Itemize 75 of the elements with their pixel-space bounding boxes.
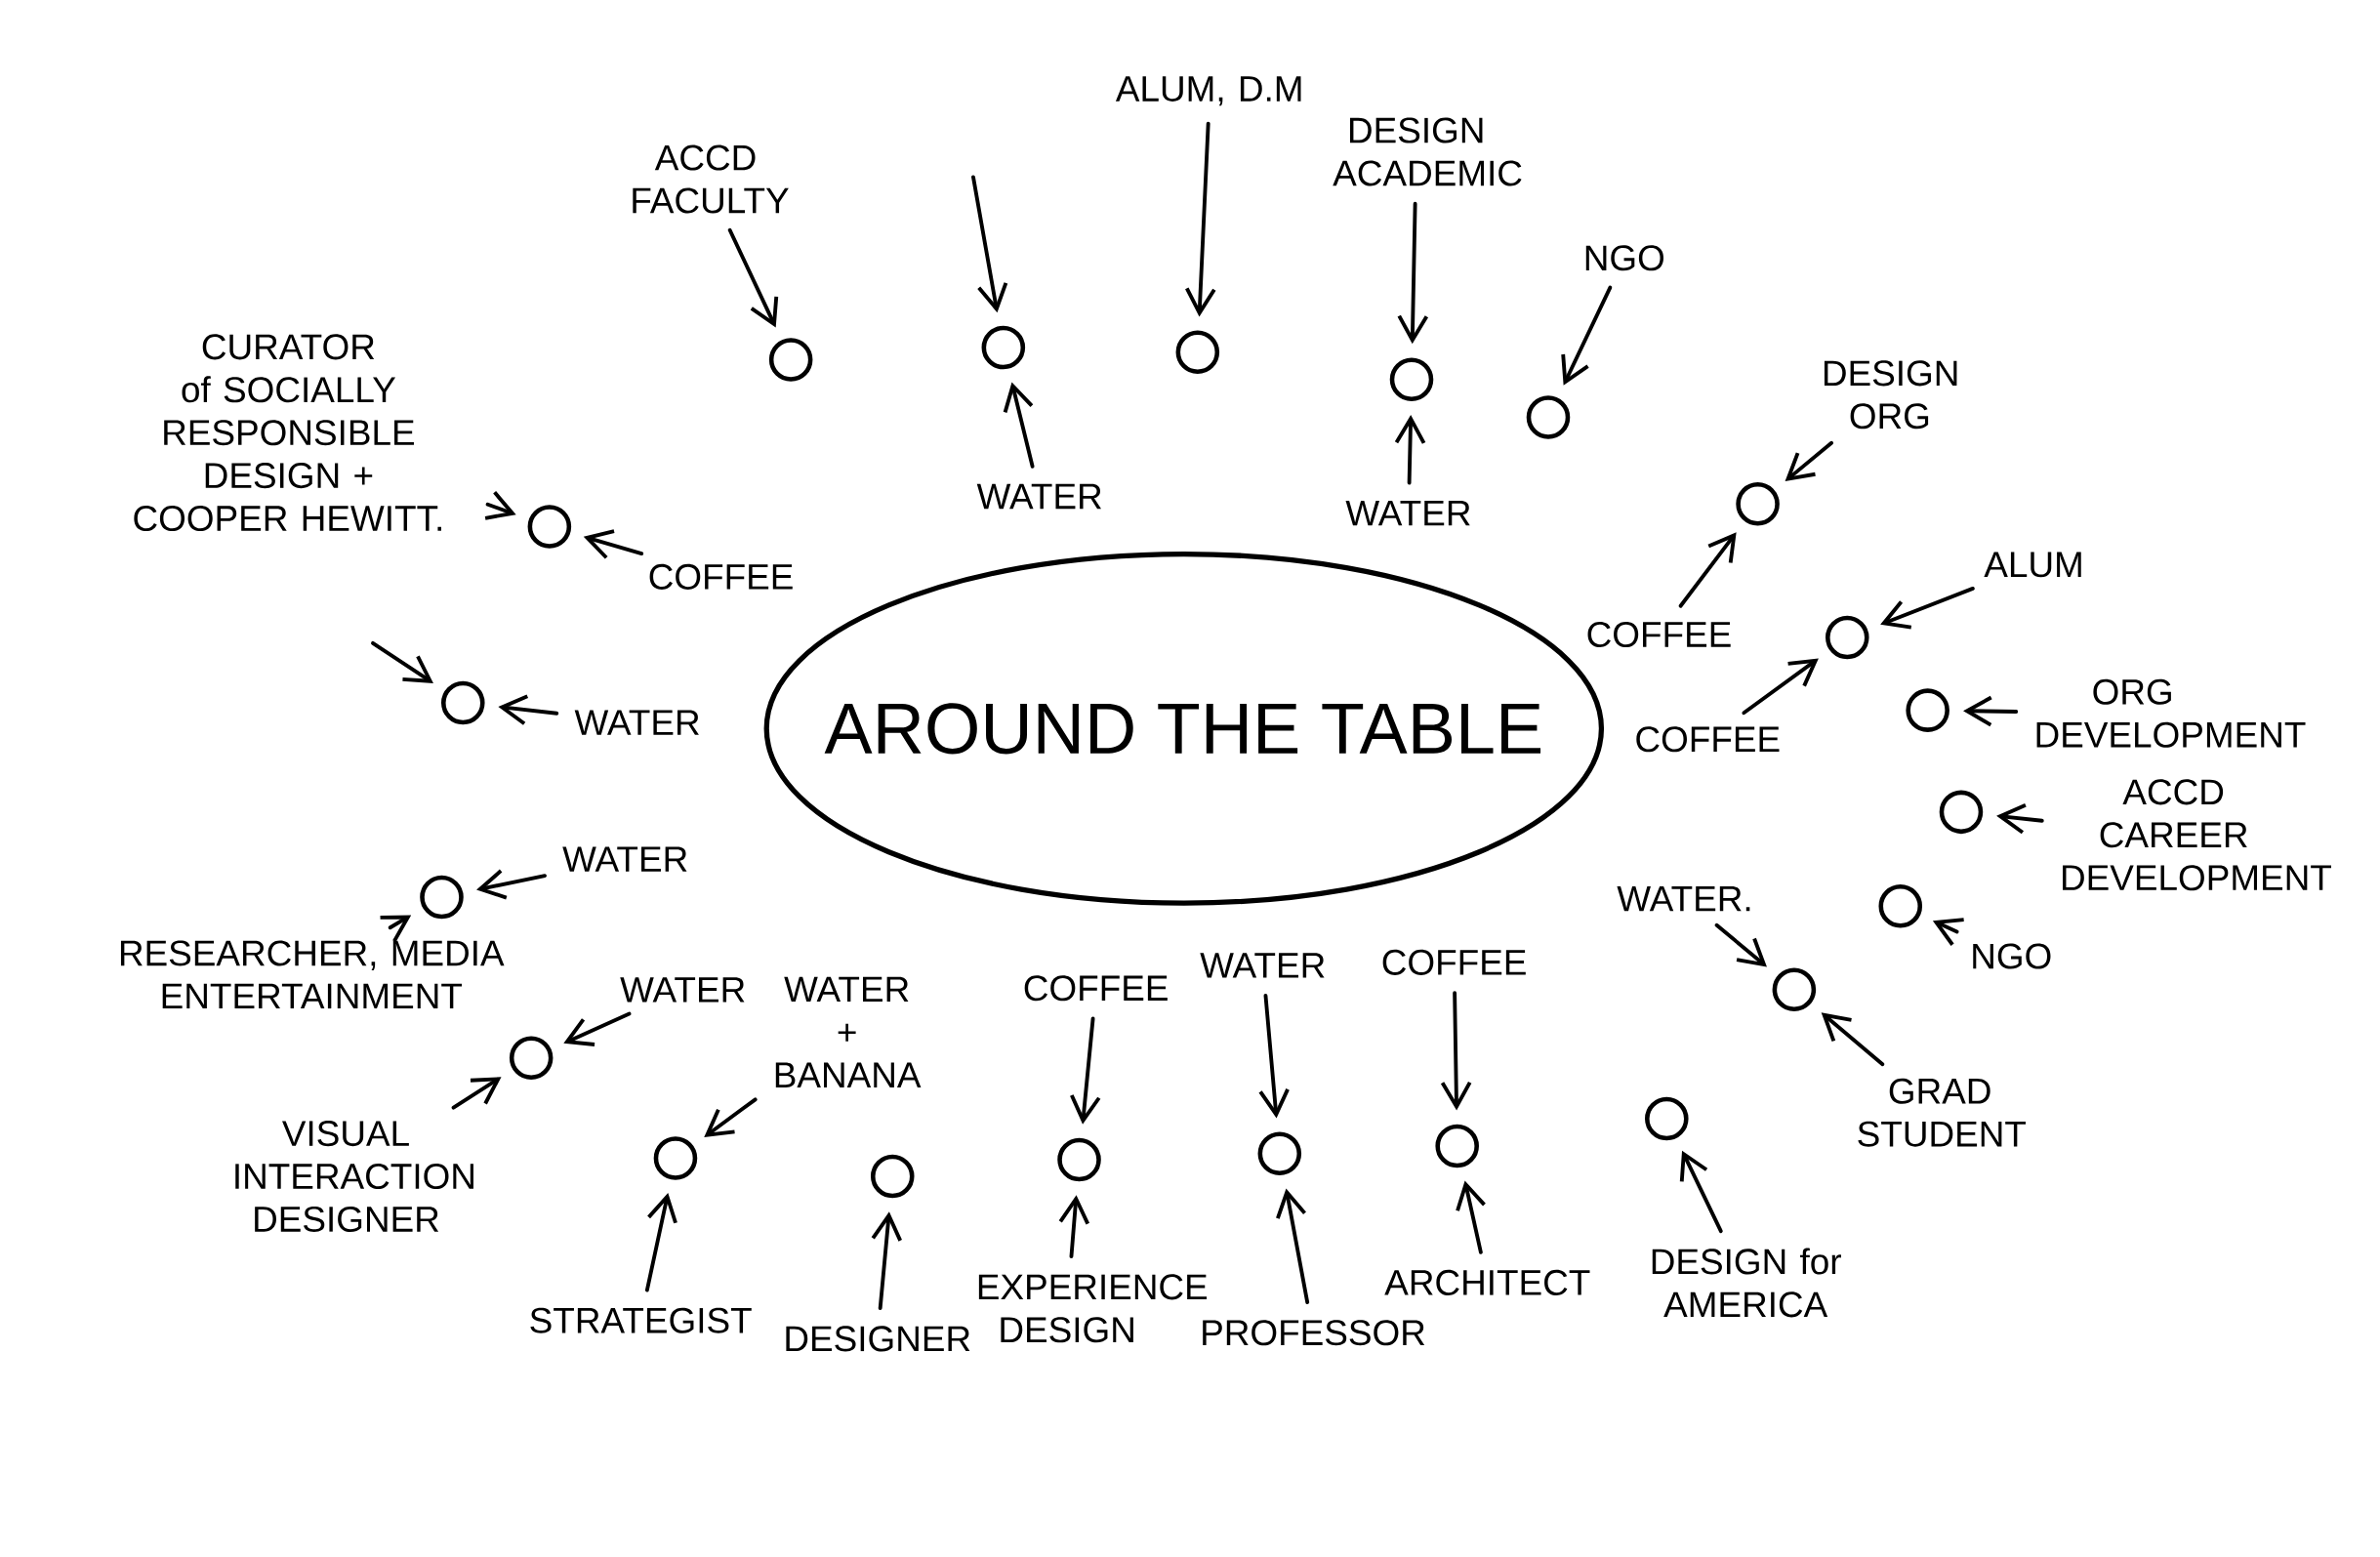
person-label: DESIGN ACADEMIC — [1333, 117, 1522, 186]
arrow — [644, 1192, 677, 1292]
person-circle — [1389, 357, 1434, 401]
person-circle — [527, 505, 572, 549]
arrow — [1742, 658, 1819, 716]
person-circle — [1645, 1096, 1689, 1141]
person-circle — [1257, 1131, 1302, 1175]
arrow — [1070, 1016, 1101, 1125]
arrow — [871, 1211, 902, 1310]
arrow — [971, 175, 1008, 313]
arrow — [1397, 201, 1429, 345]
person-label: COFFEE — [1024, 975, 1168, 1002]
person-circle — [1772, 967, 1817, 1011]
arrow — [1679, 1150, 1723, 1233]
arrow — [476, 869, 547, 900]
person-circle — [1435, 1124, 1479, 1168]
person-label: WATER — [976, 483, 1101, 510]
person-label: CURATOR of SOCIALLY RESPONSIBLE DESIGN + COOPER HEWITT. — [134, 334, 441, 531]
person-circle — [441, 680, 485, 725]
person-label: STRATEGIST — [530, 1307, 752, 1333]
person-label: ALUM, D.M — [1115, 76, 1301, 106]
person-label: WATER — [620, 977, 745, 1003]
arrow — [1185, 121, 1216, 317]
person-circle — [653, 1136, 698, 1180]
person-label: NGO — [1585, 245, 1663, 271]
person-circle — [1906, 688, 1949, 732]
person-label: ARCHITECT — [1384, 1269, 1590, 1295]
person-circle — [1736, 481, 1780, 526]
person-label: WATER — [1200, 953, 1325, 978]
person-label: WATER — [562, 846, 687, 872]
person-label: COFFEE — [649, 563, 793, 590]
arrow — [1456, 1180, 1486, 1254]
person-label: RESEARCHER, MEDIA ENTERTAINMENT — [120, 940, 505, 1008]
person-circle — [768, 338, 813, 382]
person-label: WATER — [1345, 500, 1470, 526]
person-circle — [1057, 1137, 1101, 1182]
person-circle — [870, 1154, 915, 1199]
person-label: WATER — [574, 710, 699, 735]
person-label: COFFEE — [1587, 621, 1731, 647]
person-label: ALUM — [1984, 552, 2081, 578]
arrow — [1678, 532, 1737, 608]
arrow — [1821, 1012, 1885, 1066]
person-label: NGO — [1973, 943, 2051, 969]
arrow — [1880, 586, 1975, 630]
person-label: ACCD CAREER DEVELOPMENT — [2063, 779, 2331, 891]
arrow — [371, 640, 433, 683]
person-circle — [1526, 395, 1571, 439]
arrow — [1258, 993, 1290, 1119]
arrow — [1561, 285, 1613, 386]
person-label: WATER + BANANA — [775, 976, 922, 1087]
person-circle — [1939, 790, 1984, 834]
person-label: ORG DEVELOPMENT — [2036, 678, 2306, 748]
person-label: PROFESSOR — [1203, 1320, 1425, 1346]
person-label: COFFEE — [1382, 949, 1526, 975]
arrow — [1058, 1195, 1090, 1258]
arrow — [563, 1011, 632, 1046]
person-circle — [509, 1036, 554, 1080]
person-circle — [1878, 883, 1923, 928]
person-label: DESIGN ORG — [1824, 360, 1957, 430]
person-label: COFFEE — [1636, 726, 1780, 753]
arrow — [1276, 1188, 1310, 1304]
person-circle — [1175, 330, 1220, 374]
person-circle — [420, 875, 464, 920]
person-circle — [981, 325, 1026, 370]
person-label: WATER. — [1617, 885, 1750, 912]
person-circle — [1826, 615, 1869, 660]
person-label: VISUAL INTERACTION DESIGNER — [235, 1120, 473, 1232]
person-label: DESIGNER — [786, 1326, 970, 1352]
person-label: ACCD FACULTY — [633, 144, 789, 214]
arrow — [727, 227, 779, 328]
person-label: GRAD STUDENT — [1858, 1078, 2027, 1147]
arrow — [1003, 382, 1035, 469]
person-label: DESIGN for AMERICA — [1652, 1248, 1841, 1318]
arrow — [1394, 414, 1426, 485]
arrow — [1440, 991, 1472, 1111]
